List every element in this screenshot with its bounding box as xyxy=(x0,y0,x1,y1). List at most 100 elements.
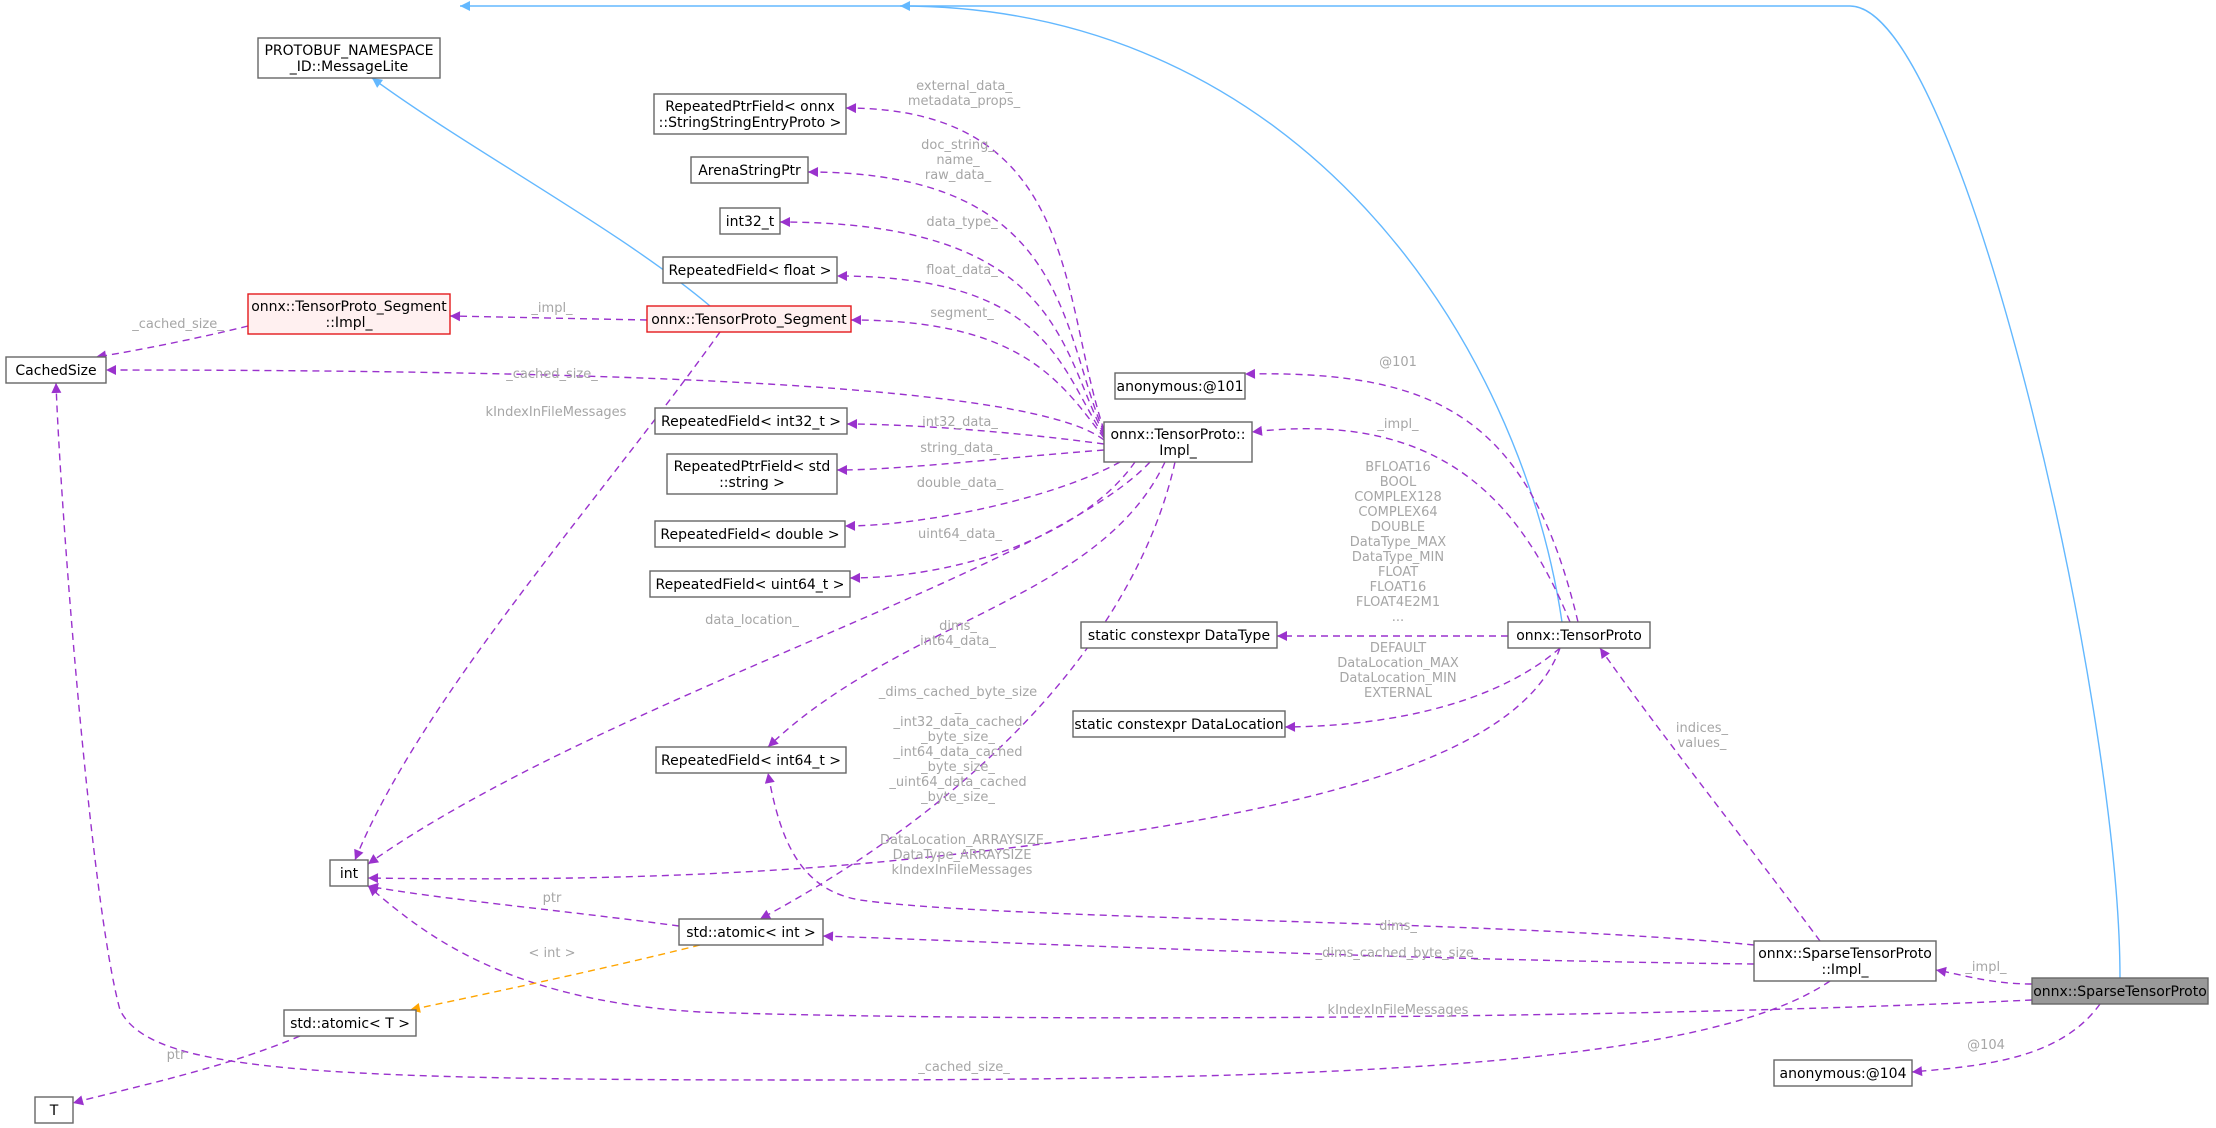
edge-label-enum-values: DataType_MIN xyxy=(1352,550,1444,565)
edge-tensorimpl-external-arrowhead xyxy=(846,103,857,114)
node-sparse-proto[interactable]: onnx::SparseTensorProto xyxy=(2031,977,2209,1005)
node-anonymous-101[interactable]: anonymous:@101 xyxy=(1114,372,1246,400)
edge-label-kindex-sparse: kIndexInFileMessages xyxy=(1328,1003,1469,1018)
node-repeated-int64[interactable]: RepeatedField< int64_t > xyxy=(655,746,847,774)
node-datatype[interactable]: static constexpr DataType xyxy=(1080,621,1278,649)
node-anonymous-101-label: anonymous:@101 xyxy=(1117,379,1244,395)
edge-segimpl-cachedsize xyxy=(95,325,249,358)
node-tensor-proto[interactable]: onnx::TensorProto xyxy=(1507,621,1651,649)
node-datatype-box xyxy=(1080,621,1278,649)
edge-label-external-data: metadata_props_ xyxy=(908,94,1021,109)
node-repeated-float-label: RepeatedField< float > xyxy=(669,263,832,279)
edge-label-dims-sparse: dims_ xyxy=(1379,919,1417,934)
edge-segment-inherits-messagelite-arrowhead xyxy=(372,78,384,88)
edge-tensorimpl-int xyxy=(367,461,1151,865)
edge-segment-segimpl xyxy=(449,315,648,321)
edge-label-enum-values: FLOAT xyxy=(1378,565,1418,580)
node-repeated-ptr-string-entry[interactable]: RepeatedPtrField< onnx::StringStringEntr… xyxy=(653,93,847,135)
edge-atomic-template xyxy=(409,944,701,1011)
edge-label-byte-sizes: _dims_cached_byte_size xyxy=(878,685,1037,700)
edge-atomic-int-arrowhead xyxy=(368,882,379,893)
edge-sparse-proto-inherits-messagelite xyxy=(460,5,2121,979)
node-T[interactable]: T xyxy=(34,1096,74,1124)
node-message-lite-box xyxy=(257,37,441,79)
node-int32-t[interactable]: int32_t xyxy=(719,207,781,235)
node-repeated-int32[interactable]: RepeatedField< int32_t > xyxy=(654,407,848,435)
edge-label-loc-values: DataLocation_MAX xyxy=(1337,656,1459,671)
node-arena-string-ptr[interactable]: ArenaStringPtr xyxy=(690,156,809,184)
node-segment-impl[interactable]: onnx::TensorProto_Segment::Impl_ xyxy=(247,293,451,335)
node-tensor-impl[interactable]: onnx::TensorProto::Impl_ xyxy=(1103,421,1253,463)
edge-label-float-data: float_data_ xyxy=(926,263,998,278)
edge-tensorimpl-int64 xyxy=(767,461,1166,748)
node-datalocation-box xyxy=(1072,710,1286,738)
edge-segment-segimpl-arrowhead xyxy=(450,311,461,322)
node-repeated-double[interactable]: RepeatedField< double > xyxy=(654,520,846,548)
edge-sparseimpl-cachedsize-arrowhead xyxy=(51,383,62,394)
edge-label-enum-values: ... xyxy=(1392,610,1404,625)
edge-tensorimpl-datatype-arrowhead xyxy=(780,217,791,228)
node-segment-impl-box xyxy=(247,293,451,335)
node-message-lite-label: _ID::MessageLite xyxy=(289,59,409,75)
edge-sparseimpl-cachedsize xyxy=(55,382,1831,1081)
node-sparse-proto-box xyxy=(2031,977,2209,1005)
node-repeated-double-label: RepeatedField< double > xyxy=(660,527,839,543)
edge-label-at104: @104 xyxy=(1967,1038,2005,1053)
edge-tensorproto-anon101-arrowhead xyxy=(1245,368,1256,379)
edge-label-segment: segment_ xyxy=(930,306,994,321)
node-repeated-int32-label: RepeatedField< int32_t > xyxy=(661,414,841,430)
node-tensor-impl-label: Impl_ xyxy=(1159,443,1198,459)
edge-tensorimpl-double-arrowhead xyxy=(845,520,856,531)
edge-tensorimpl-docstring-arrowhead xyxy=(808,167,819,178)
node-message-lite-label: PROTOBUF_NAMESPACE xyxy=(264,43,433,59)
node-repeated-ptr-std-string-label: ::string > xyxy=(719,475,785,491)
edge-label-dims-int64: dims_ xyxy=(939,619,977,634)
edge-label-enum-values: BOOL xyxy=(1380,475,1417,490)
node-repeated-ptr-std-string[interactable]: RepeatedPtrField< std::string > xyxy=(666,453,838,495)
node-cached-size[interactable]: CachedSize xyxy=(5,356,107,384)
edge-sparseimpl-atomic xyxy=(822,935,1755,965)
edge-label-indices-values: indices_ xyxy=(1676,721,1729,736)
nodes-layer: PROTOBUF_NAMESPACE_ID::MessageLiteRepeat… xyxy=(5,37,2209,1124)
edge-label-byte-sizes: _int64_data_cached xyxy=(892,745,1022,760)
edge-tensorimpl-segment-arrowhead xyxy=(851,315,862,326)
edge-tensorproto-tensorimpl-arrowhead xyxy=(1252,425,1263,436)
node-sparse-impl[interactable]: onnx::SparseTensorProto::Impl_ xyxy=(1753,940,1937,982)
edge-sparseproto-sparseimpl-arrowhead xyxy=(1936,966,1947,977)
edge-label-byte-sizes: _byte_size_ xyxy=(920,730,995,745)
node-repeated-ptr-std-string-box xyxy=(666,453,838,495)
node-datalocation[interactable]: static constexpr DataLocation xyxy=(1072,710,1286,738)
edge-label-indices-values: values_ xyxy=(1678,736,1727,751)
node-arena-string-ptr-box xyxy=(690,156,809,184)
node-anonymous-104[interactable]: anonymous:@104 xyxy=(1773,1059,1913,1087)
node-repeated-ptr-std-string-label: RepeatedPtrField< std xyxy=(674,459,831,475)
edge-tensorimpl-segment xyxy=(850,319,1105,439)
node-int[interactable]: int xyxy=(329,859,369,887)
node-repeated-uint64[interactable]: RepeatedField< uint64_t > xyxy=(649,570,851,598)
node-std-atomic-T-label: std::atomic< T > xyxy=(290,1016,410,1032)
edge-label-byte-sizes: _int32_data_cached xyxy=(892,715,1022,730)
edge-label-enum-values: BFLOAT16 xyxy=(1365,460,1431,475)
node-std-atomic-T[interactable]: std::atomic< T > xyxy=(283,1009,417,1037)
edge-label-ptr-atomic: ptr xyxy=(543,891,562,906)
edge-label-impl-tensor: _impl_ xyxy=(1376,417,1419,432)
node-tensor-segment[interactable]: onnx::TensorProto_Segment xyxy=(646,305,852,333)
edge-label-int32-data: int32_data_ xyxy=(922,415,998,430)
node-std-atomic-int[interactable]: std::atomic< int > xyxy=(678,918,824,946)
node-repeated-ptr-string-entry-label: ::StringStringEntryProto > xyxy=(659,115,842,131)
edge-tensorproto-anon101 xyxy=(1244,373,1579,623)
node-tensor-segment-label: onnx::TensorProto_Segment xyxy=(651,312,847,328)
edge-label-at101: @101 xyxy=(1379,355,1417,370)
node-int-box xyxy=(329,859,369,887)
edge-tensorproto-int-arrowhead xyxy=(368,873,379,884)
node-repeated-float[interactable]: RepeatedField< float > xyxy=(662,256,838,284)
edges-layer xyxy=(51,1,2121,1106)
node-message-lite[interactable]: PROTOBUF_NAMESPACE_ID::MessageLite xyxy=(257,37,441,79)
edge-tensorimpl-docstring xyxy=(807,171,1105,433)
edge-label-arraysize: kIndexInFileMessages xyxy=(892,863,1033,878)
edge-tensorimpl-uint64-arrowhead xyxy=(850,572,861,583)
node-T-box xyxy=(34,1096,74,1124)
edge-label-dims-cached-sparse: _dims_cached_byte_size_ xyxy=(1315,946,1481,961)
node-repeated-ptr-string-entry-label: RepeatedPtrField< onnx xyxy=(665,99,835,115)
edge-tensorimpl-string-arrowhead xyxy=(837,464,848,475)
